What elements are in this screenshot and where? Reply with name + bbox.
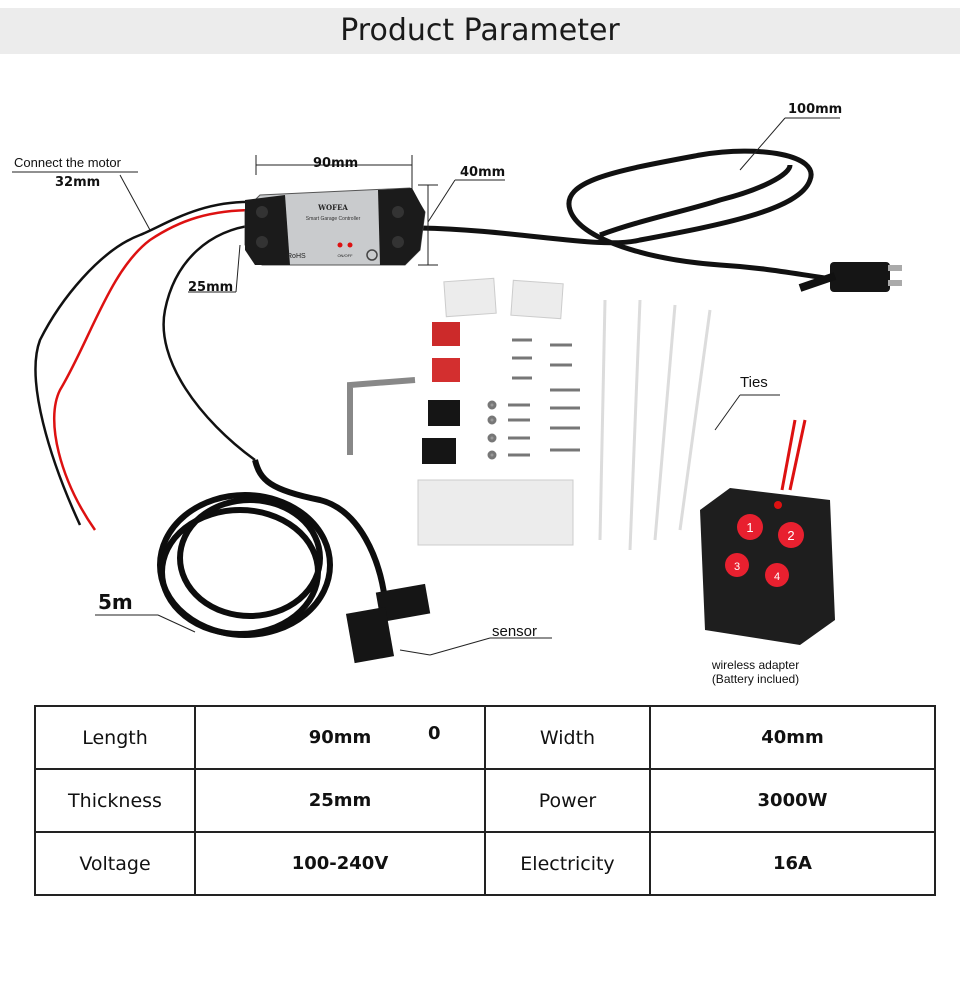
- controller-device: [244, 187, 426, 266]
- magnets: [422, 322, 460, 464]
- power-cord: [419, 148, 841, 283]
- plug-icon: [798, 262, 902, 292]
- device-subtitle: Smart Garage Controller: [306, 216, 361, 222]
- thickness-dimension-label: 25mm: [188, 280, 234, 295]
- height-dimension-label: 40mm: [460, 165, 506, 180]
- header-band: [0, 8, 960, 54]
- device-rohs: RoHS: [287, 253, 306, 260]
- remote-button-4: 4: [774, 571, 780, 583]
- remote-caption-1: wireless adapter: [711, 658, 800, 672]
- stray-mark: 0: [428, 723, 441, 744]
- table-row: Length 90mm 0 Width 40mm: [34, 705, 936, 770]
- param-value-text: 90mm: [308, 727, 372, 748]
- cable-ties: [598, 299, 712, 551]
- param-name: Power: [484, 768, 651, 833]
- param-value: 25mm: [194, 768, 486, 833]
- product-photo: 1 2 3 4: [12, 117, 902, 664]
- sensor-label: sensor: [492, 623, 538, 640]
- l-bracket: [347, 377, 416, 455]
- remote-control: 1 2 3 4: [700, 419, 835, 645]
- param-name: Electricity: [484, 831, 651, 896]
- ties-label: Ties: [740, 374, 768, 391]
- width-dimension-label: 90mm: [313, 156, 359, 171]
- table-row: Thickness 25mm Power 3000W: [34, 768, 936, 833]
- leader-lines: [12, 117, 840, 656]
- remote-button-3: 3: [734, 561, 740, 573]
- param-value: 90mm 0: [194, 705, 486, 770]
- param-value: 100-240V: [194, 831, 486, 896]
- cord-length-label: 100mm: [788, 102, 843, 117]
- connect-motor-label: Connect the motor: [14, 155, 121, 170]
- param-value: 40mm: [649, 705, 936, 770]
- motor-wires: [34, 200, 256, 531]
- param-value: 3000W: [649, 768, 936, 833]
- sensor-cable: [157, 459, 388, 638]
- screws: [487, 338, 580, 460]
- device-brand: WOFEA: [317, 203, 348, 212]
- param-name: Width: [484, 705, 651, 770]
- parameter-table: Length 90mm 0 Width 40mm Thickness 25mm …: [34, 705, 936, 896]
- cable-length-label: 5m: [98, 590, 133, 614]
- device-onoff: ON/OFF: [337, 253, 353, 258]
- motor-length-label: 32mm: [55, 175, 101, 190]
- product-illustration: 1 2 3 4: [0, 60, 960, 700]
- table-row: Voltage 100-240V Electricity 16A: [34, 831, 936, 896]
- remote-caption-2: (Battery inclued): [711, 672, 800, 686]
- remote-button-1: 1: [746, 520, 753, 535]
- page-title: Product Parameter: [340, 13, 620, 48]
- remote-button-2: 2: [787, 528, 794, 543]
- param-name: Thickness: [34, 768, 196, 833]
- mounting-tape: [417, 277, 574, 546]
- param-value: 16A: [649, 831, 936, 896]
- param-name: Voltage: [34, 831, 196, 896]
- sensor-blocks: [345, 583, 431, 664]
- param-name: Length: [34, 705, 196, 770]
